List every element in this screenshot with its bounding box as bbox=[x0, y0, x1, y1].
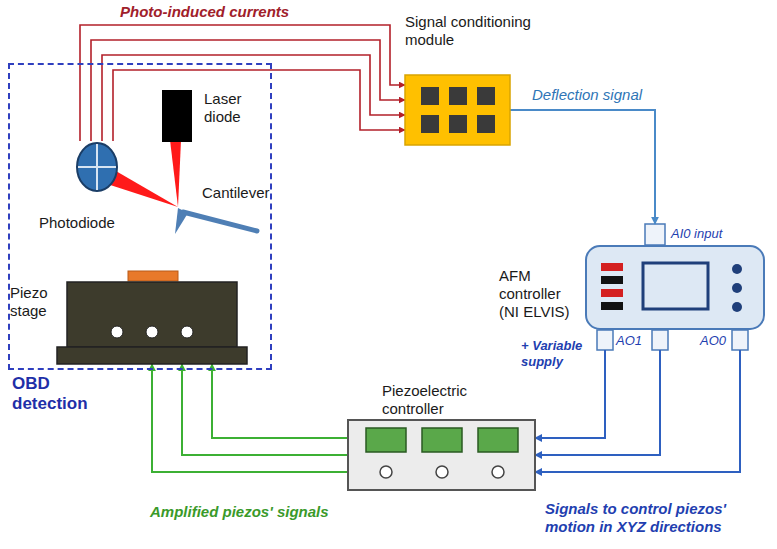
edge-label: Photo-induced currents bbox=[120, 3, 360, 21]
cantilever-beam bbox=[183, 212, 257, 231]
node-label: Laser diode bbox=[204, 90, 274, 126]
signal-connector bbox=[152, 364, 348, 472]
laser-diode-shape bbox=[162, 90, 192, 142]
piezo-stage-shape bbox=[57, 282, 247, 364]
output-pin bbox=[732, 330, 748, 350]
sample bbox=[128, 271, 178, 281]
edge-label: Deflection signal bbox=[532, 86, 662, 104]
signal-connector bbox=[212, 364, 348, 438]
piezo-stage: Piezo stage bbox=[57, 282, 247, 364]
signal-connector bbox=[182, 364, 348, 455]
signal-connector bbox=[102, 55, 405, 141]
laser-beam bbox=[170, 140, 181, 207]
output-pin bbox=[652, 330, 668, 350]
piezo-controller-shape bbox=[348, 420, 535, 490]
signal-connector bbox=[80, 25, 405, 141]
signal-connector bbox=[510, 110, 655, 224]
edge-label: Amplified piezos' signals bbox=[150, 503, 340, 521]
node-label: Photodiode bbox=[39, 214, 139, 232]
part-label: AI0 input bbox=[671, 226, 751, 242]
signal-connector bbox=[535, 350, 740, 472]
edge-label: Signals to control piezos' motion in XYZ… bbox=[545, 500, 770, 536]
cantilever-tip bbox=[175, 208, 188, 234]
afm-controller-shape bbox=[585, 245, 765, 330]
signal-module: Signal conditioning module bbox=[405, 75, 510, 145]
node-label: Signal conditioning module bbox=[405, 13, 570, 49]
part-label: AO1 bbox=[616, 333, 650, 349]
signal-module-shape bbox=[405, 75, 510, 145]
part-label: Cantilever bbox=[202, 184, 292, 202]
signal-connector bbox=[113, 70, 405, 141]
photodiode: Photodiode bbox=[75, 141, 119, 193]
detection-region: OBD detectionPhotodiodeLaser diodePiezo … bbox=[8, 63, 272, 370]
part-label: + Variable supply bbox=[521, 338, 595, 370]
laser-diode: Laser diode bbox=[162, 90, 192, 142]
node-label: Piezoelectric controller bbox=[382, 382, 532, 418]
input-pin bbox=[645, 224, 665, 245]
node-label: OBD detection bbox=[12, 374, 122, 414]
photodiode-shape bbox=[75, 141, 119, 193]
afm-controller: AFM controller (NI ELVIS) bbox=[585, 245, 765, 330]
piezo-controller: Piezoelectric controller bbox=[348, 420, 535, 490]
node-label: Piezo stage bbox=[10, 284, 55, 320]
part-label: AO0 bbox=[700, 333, 731, 349]
signal-connector bbox=[91, 40, 405, 141]
output-pin bbox=[597, 330, 613, 350]
node-label: AFM controller (NI ELVIS) bbox=[499, 267, 583, 321]
